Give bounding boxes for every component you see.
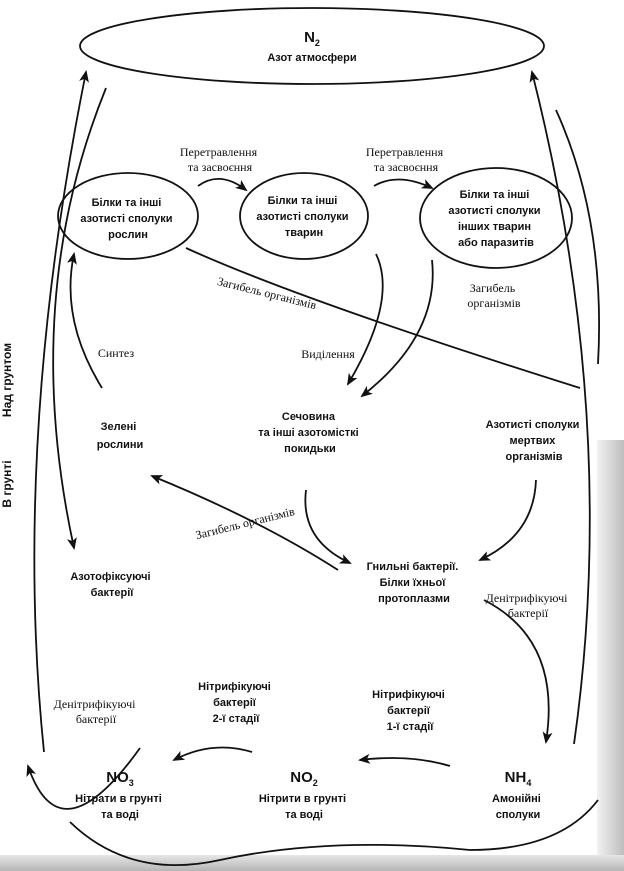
process-nitrifying-1: Нітрифікуючі бактерії 1-ї стадії [372, 689, 448, 733]
arrow-animals-to-urea [346, 253, 384, 386]
process-death-1: Загибель організмів [216, 274, 318, 312]
arrow-parasites-to-urea [360, 259, 434, 398]
process-excretion: Виділення [301, 347, 355, 361]
arrow-death-to-green [150, 475, 339, 571]
nitrates-label: Нітрати в грунті та воді [75, 793, 165, 821]
dead-organisms-label: Азотисті сполуки мертвих організмів [486, 419, 583, 463]
nitrogen-fixing-label: Азотофіксуючі бактерії [70, 571, 153, 599]
right-shade [597, 440, 624, 871]
arrow-atmosphere-to-fixing [52, 87, 107, 550]
arrow-right-from-dead [555, 109, 600, 365]
arrow-putrefactive-to-ammonium [483, 599, 553, 744]
arrow-fixing-to-nitrates [26, 747, 141, 810]
nitrites-label: Нітрити в грунті та воді [259, 793, 349, 821]
parasites-label: Білки та інші азотисті сполуки інших тва… [448, 189, 543, 249]
animals-label: Білки та інші азотисті сполуки тварин [256, 195, 351, 239]
arrow-plants-to-animals [197, 178, 248, 192]
urea-label: Сечовина та інші азотомісткі покидьки [258, 411, 362, 455]
arrows [26, 70, 600, 866]
process-synthesis: Синтез [98, 346, 135, 360]
side-label-in-soil: В грунті [0, 460, 14, 507]
process-denitrifying-2: Денітрифікуючі бактерії [486, 591, 571, 620]
atmosphere-ellipse [79, 7, 545, 85]
atmosphere-label: Азот атмосфери [267, 52, 356, 64]
arrow-urea-to-putrefactive [304, 489, 352, 564]
process-denitrifying-1: Денітрифікуючі бактерії [54, 697, 139, 726]
process-nitrifying-2: Нітрифікуючі бактерії 2-ї стадії [198, 681, 274, 725]
plants-label: Білки та інші азотисті сполуки рослин [80, 197, 175, 241]
arrow-ammonium-to-atmosphere [529, 70, 591, 745]
side-label-above-ground: Над грунтом [0, 343, 14, 417]
process-digestion-1: Перетравлення та засвоєння [180, 145, 260, 174]
process-death-2: Загибель організмів [467, 281, 521, 310]
arrow-animals-to-parasites [373, 178, 434, 189]
arrow-dead-to-putrefactive [478, 479, 537, 561]
bottom-shade [0, 855, 624, 871]
nitrates-formula: NO3 [106, 769, 134, 788]
plants-ellipse [57, 172, 199, 260]
ammonium-formula: NH4 [505, 769, 532, 788]
process-digestion-2: Перетравлення та засвоєння [366, 145, 446, 174]
nitrites-formula: NO2 [290, 769, 318, 788]
arrow-green-to-plants [67, 252, 103, 389]
green-plants-label: Зелені рослини [97, 421, 144, 451]
parasites-ellipse [419, 167, 573, 269]
putrefactive-label: Гнильні бактерії. Білки їхньої протоплаз… [367, 561, 462, 605]
arrow-nitrites-to-nitrates [172, 746, 253, 761]
atmosphere-formula: N2 [304, 29, 320, 48]
arrow-nitrates-loop-bottom [69, 799, 599, 866]
arrow-nitrates-to-atmosphere [33, 70, 89, 753]
animals-ellipse [239, 172, 369, 260]
arrow-plants-to-dead [185, 247, 581, 389]
ammonium-label: Амонійні сполуки [492, 793, 544, 821]
arrow-ammonium-to-nitrites [358, 753, 451, 767]
